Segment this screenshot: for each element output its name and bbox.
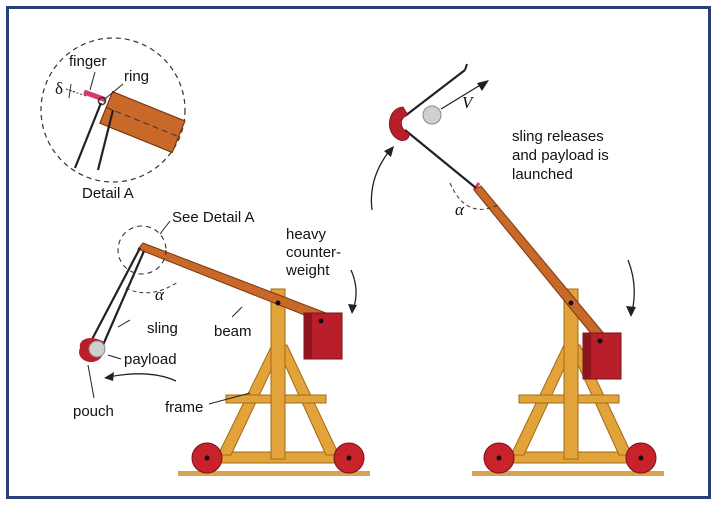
label-finger: finger [69, 53, 107, 70]
label-release-2: and payload is [512, 147, 609, 164]
frame-post-left [270, 288, 286, 460]
ground-right [472, 471, 664, 476]
detail-beam [99, 90, 186, 154]
label-sling: sling [147, 320, 178, 337]
trebuchet-cocked [79, 220, 370, 476]
payload-launched [422, 105, 442, 125]
label-counter: counter- [286, 244, 342, 261]
label-payload: payload [124, 351, 177, 368]
label-weight: weight [286, 262, 330, 279]
label-release-3: launched [512, 166, 573, 183]
label-detail-a: Detail A [82, 185, 134, 202]
detail-a-view [40, 37, 186, 183]
label-pouch: pouch [73, 403, 114, 420]
swing-arrow [370, 149, 391, 211]
ground-left [178, 471, 370, 476]
label-velocity: V [462, 93, 473, 112]
figure-border [6, 6, 711, 499]
finger-pin [83, 89, 107, 103]
frame-post-right [563, 288, 579, 460]
velocity-arrow [440, 83, 483, 110]
label-alpha-right: α [455, 200, 464, 219]
pouch-right [389, 106, 410, 141]
label-release-1: sling releases [512, 128, 604, 145]
label-beam: beam [214, 323, 252, 340]
ring [97, 96, 107, 106]
label-delta: δ [55, 79, 64, 98]
label-see-detail-a: See Detail A [172, 209, 255, 226]
detail-a-circle [40, 37, 186, 183]
payload-left [88, 340, 106, 358]
drop-arrow-right [627, 259, 635, 313]
drop-arrow-left [350, 269, 357, 311]
detail-a-marker [117, 225, 167, 275]
rotation-arrow-left [107, 373, 177, 382]
label-ring: ring [124, 68, 150, 85]
label-frame: frame [165, 399, 204, 416]
trebuchet-released [370, 63, 664, 476]
label-alpha-left: α [155, 285, 164, 304]
beam-right [473, 185, 607, 343]
label-heavy: heavy [286, 226, 327, 243]
